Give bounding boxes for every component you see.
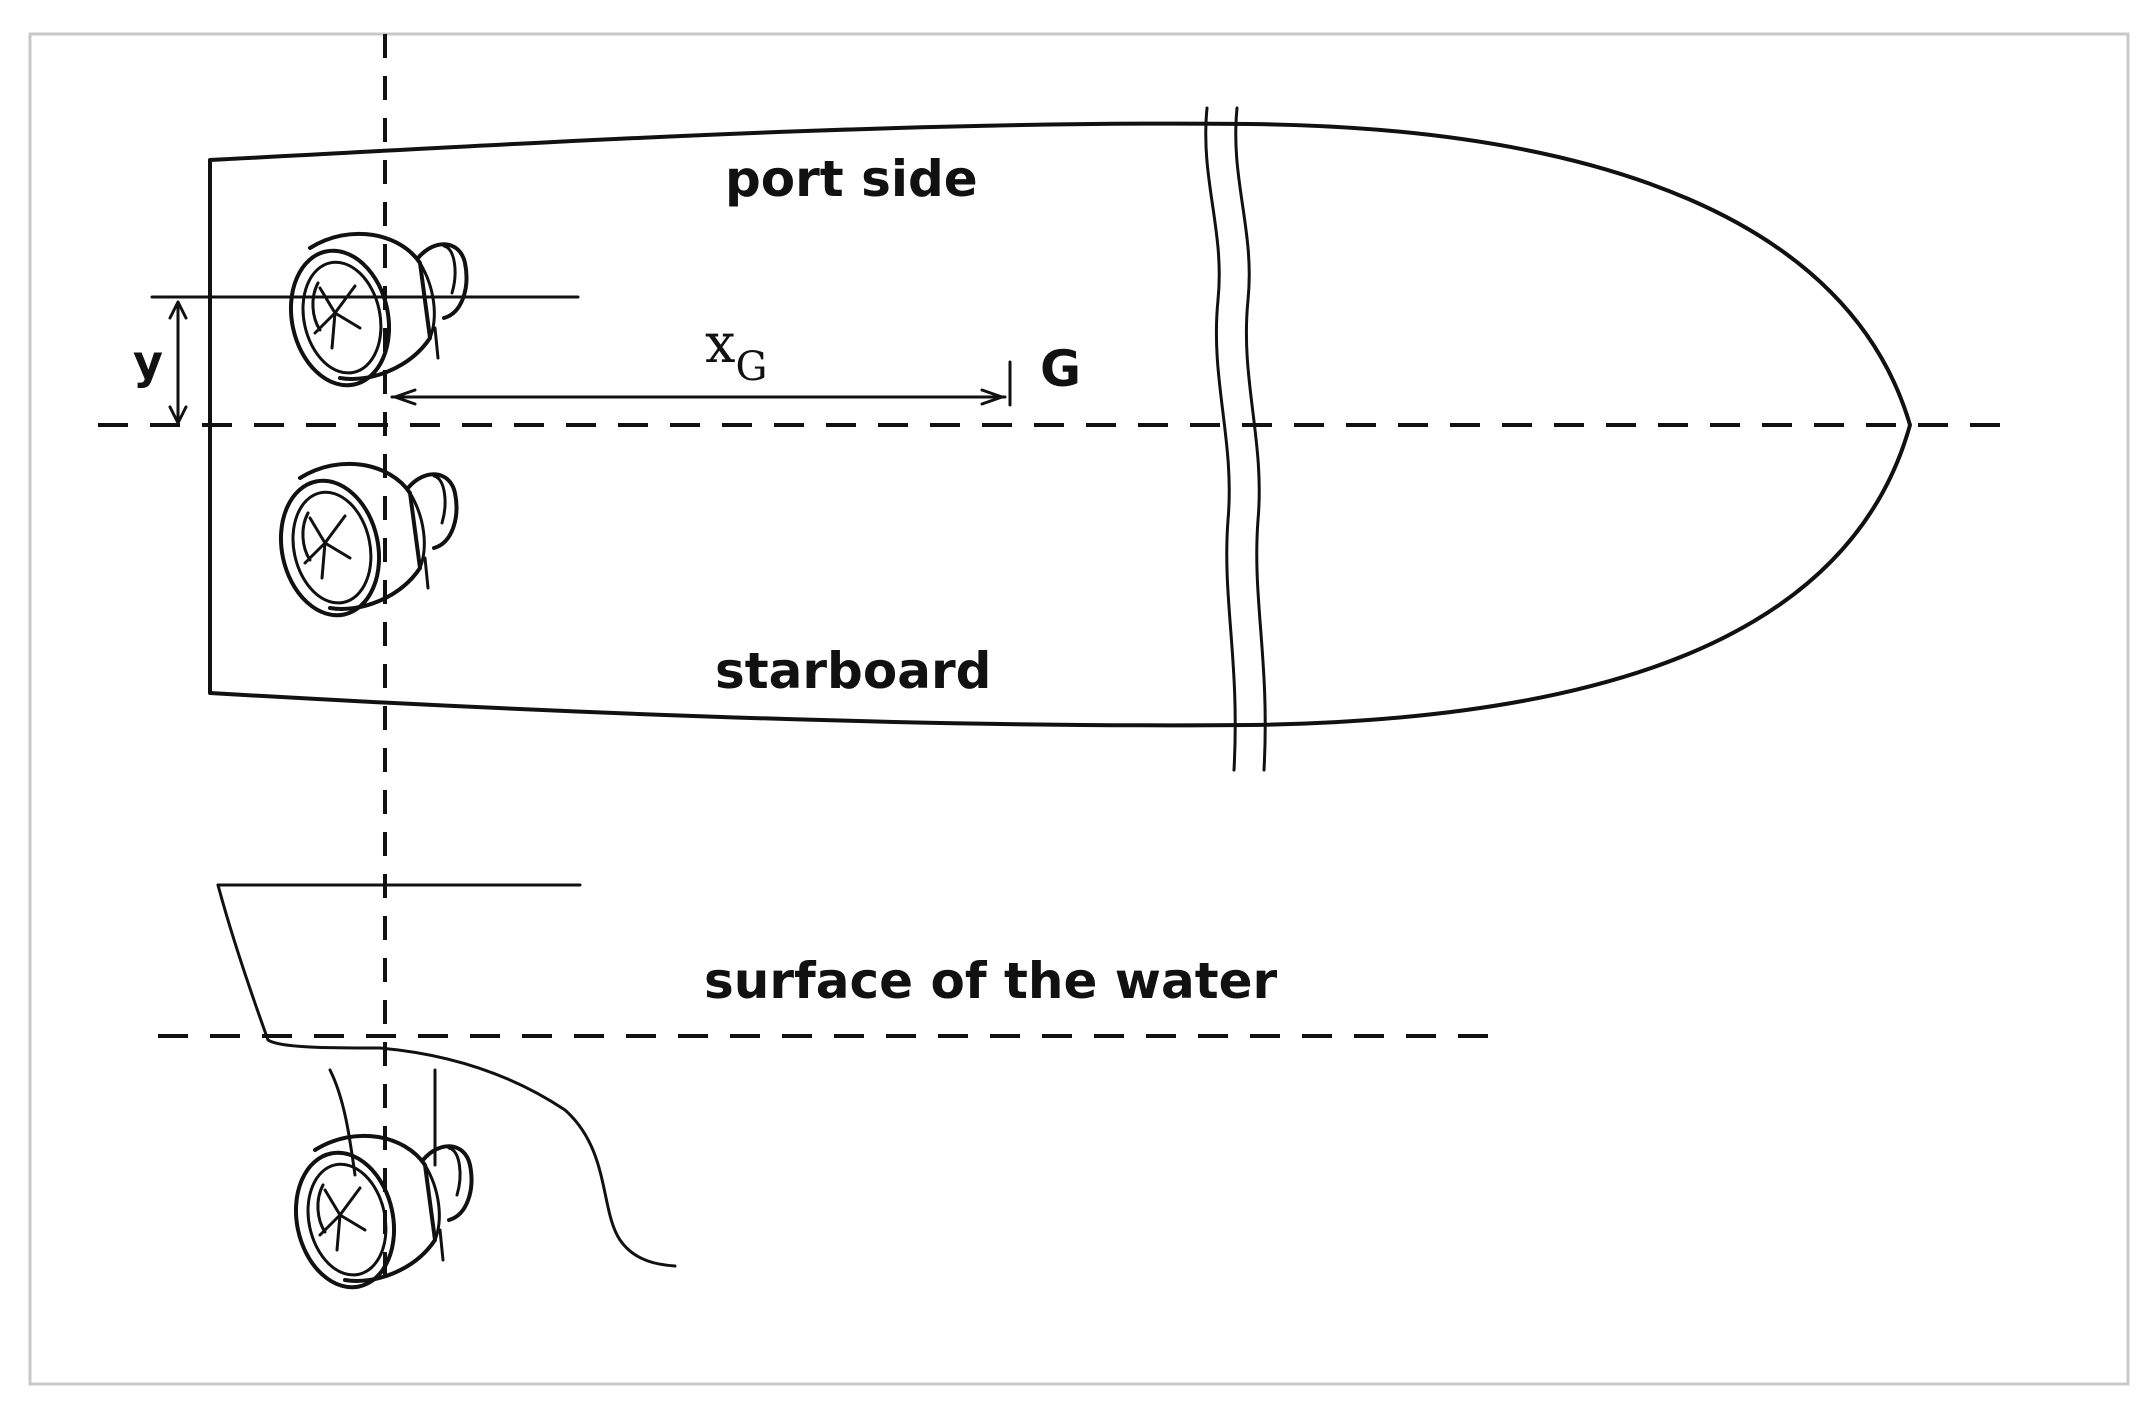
xg-arrow-left <box>393 388 417 406</box>
center-of-gravity-label: G <box>1040 340 1081 398</box>
y-arrow-top <box>168 300 188 320</box>
xg-arrow-right <box>980 388 1004 406</box>
starboard-label: starboard <box>715 642 991 700</box>
surface-of-the-water-label: surface of the water <box>704 952 1278 1010</box>
xg-label-subscript: G <box>735 344 767 390</box>
y-label: y <box>133 335 163 389</box>
y-arrow-bottom <box>168 405 188 425</box>
port-side-label: port side <box>725 150 978 208</box>
section-break-line-left <box>1204 106 1237 772</box>
diagram-frame <box>28 32 2130 1386</box>
thruster-strut-left <box>328 1068 357 1177</box>
xg-label-symbol: x <box>705 312 735 375</box>
section-break-line-right <box>1234 106 1267 772</box>
hull-outline-top-view <box>208 121 1912 728</box>
xg-label: xG <box>705 312 767 390</box>
stern-profile-side-view <box>216 883 677 1268</box>
